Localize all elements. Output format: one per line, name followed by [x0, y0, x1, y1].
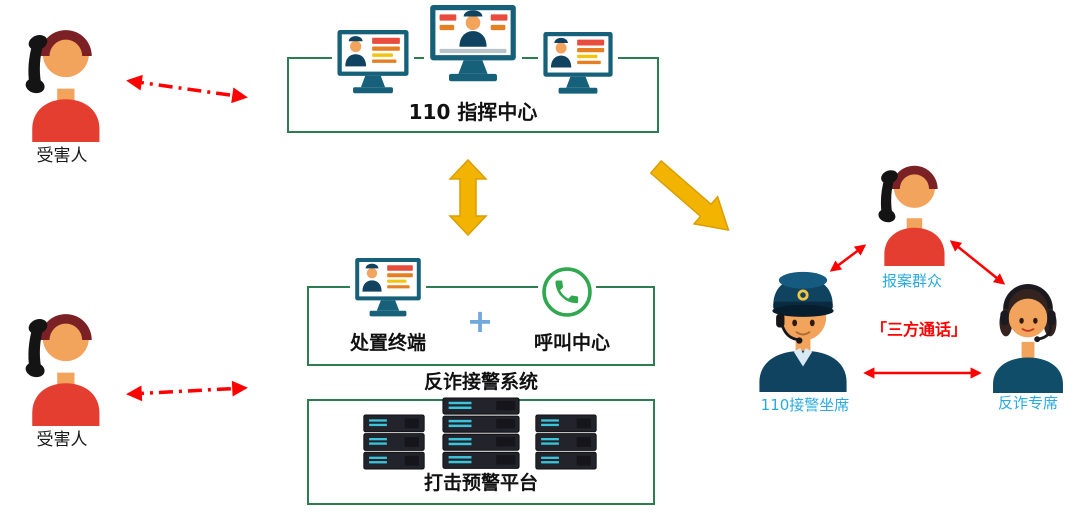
strike-platform-label: 打击预警平台	[423, 472, 538, 494]
call-center-label: 呼叫中心	[533, 332, 610, 354]
plus-sign: +	[466, 302, 494, 340]
yellow-diagonal-arrow	[649, 159, 730, 231]
person-with-phone-icon	[25, 314, 100, 427]
anti-fraud-seat-label: 反诈专席	[997, 394, 1058, 412]
server-stack-icon	[535, 414, 597, 470]
police-officer-headset-icon	[759, 271, 847, 393]
phone-handset-icon	[878, 170, 898, 223]
green-phone-circle-icon	[542, 267, 592, 317]
person-with-phone-icon	[868, 146, 954, 267]
phone-handset-icon	[25, 35, 48, 94]
person-with-phone-icon	[878, 165, 945, 267]
red-dashdot-arrow-bottom	[126, 380, 248, 402]
server-stack-icon	[363, 414, 425, 470]
monitor-icon	[424, 3, 522, 89]
server-stack-icon	[534, 414, 598, 471]
reception-system-caption: 反诈接警系统	[423, 371, 538, 393]
monitor-icon	[350, 256, 426, 323]
person-with-phone-icon	[14, 8, 110, 143]
monitor-icon	[332, 28, 414, 100]
terminal-label: 处置终端	[349, 332, 426, 354]
victim-top-label: 受害人	[36, 146, 88, 166]
red-dashdot-arrow-top	[126, 74, 248, 104]
server-stack-icon	[441, 397, 521, 469]
yellow-double-arrow	[448, 158, 488, 237]
monitor-icon	[430, 5, 516, 82]
female-agent-headset-icon	[982, 272, 1074, 394]
person-with-phone-icon	[25, 30, 100, 143]
monitor-icon	[355, 258, 421, 317]
victim-bottom-label: 受害人	[36, 430, 88, 450]
server-stack-icon	[442, 397, 520, 469]
person-with-phone-icon	[14, 292, 110, 427]
green-phone-circle-icon	[538, 263, 596, 321]
monitor-icon	[543, 32, 613, 94]
monitor-icon	[337, 30, 409, 94]
police-officer-headset-icon	[752, 258, 854, 393]
reporter-label: 报案群众	[881, 272, 942, 290]
server-stack-icon	[362, 414, 426, 471]
female-agent-headset-icon	[993, 283, 1063, 394]
phone-handset-icon	[25, 319, 48, 378]
seat-110-label: 110接警坐席	[760, 396, 850, 414]
monitor-icon	[538, 30, 618, 100]
command-center-label: 110 指挥中心	[408, 100, 538, 124]
three-way-call-label: 「三方通话」	[870, 320, 967, 339]
